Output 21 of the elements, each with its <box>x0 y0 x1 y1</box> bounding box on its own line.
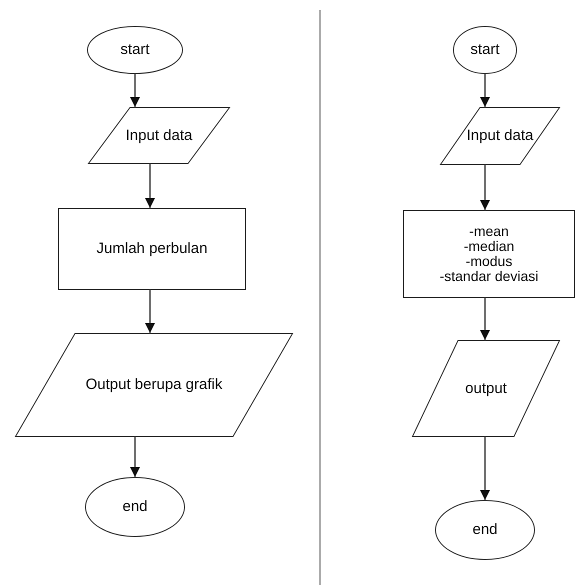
arrow <box>145 290 155 333</box>
arrow <box>130 74 140 107</box>
node-label: end <box>472 521 498 539</box>
node-label: start <box>120 41 150 59</box>
node-label: -median <box>464 239 514 254</box>
arrow <box>480 298 490 340</box>
arrow <box>145 164 155 208</box>
arrow <box>480 74 490 107</box>
node-label: start <box>470 41 500 59</box>
node-label: -mean <box>469 224 509 239</box>
node-label: Input data <box>126 126 192 144</box>
arrow <box>130 437 140 477</box>
node-label: end <box>122 498 148 516</box>
node-label: -standar deviasi <box>440 269 538 284</box>
node-label: Jumlah perbulan <box>96 240 208 258</box>
node-label: Input data <box>466 127 534 145</box>
node-label: output <box>465 380 507 398</box>
node-label: Output berupa grafik <box>86 376 222 394</box>
arrow <box>480 165 490 210</box>
node-label: -modus <box>466 254 512 269</box>
arrow <box>480 437 490 500</box>
